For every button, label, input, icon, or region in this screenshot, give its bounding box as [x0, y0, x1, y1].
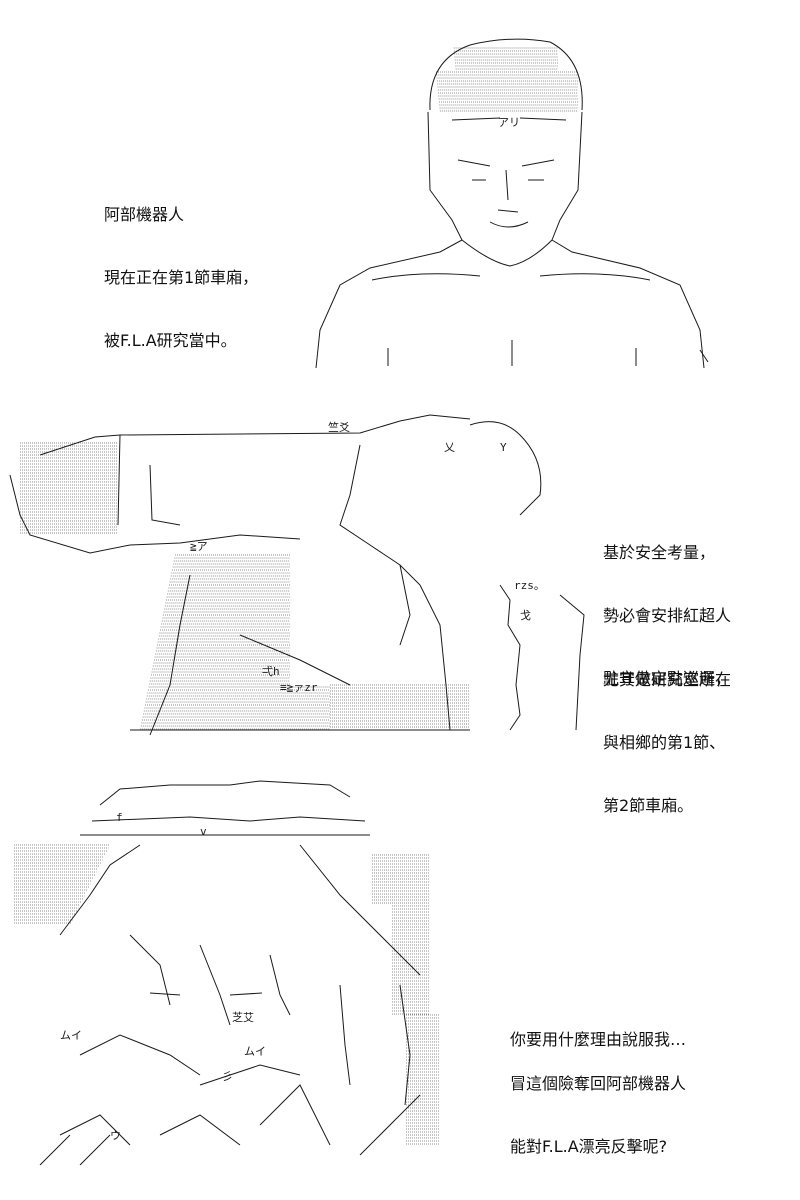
art-glyph: ムイ	[244, 1045, 266, 1058]
caption-line: 你要用什麼理由說服我…	[510, 1030, 687, 1049]
art-glyph: ウ	[110, 1129, 121, 1142]
caption-line: 勢必會安排紅超人	[603, 606, 732, 625]
panel-2-caption-a: 基於安全考量， 勢必會安排紅超人 駐守做定點巡邏，	[603, 500, 731, 731]
panel-3: 你要用什麼理由說服我… 冒這個險奪回阿部機器人 能對F.L.A漂亮反擊呢?	[0, 755, 800, 1200]
art-glyph: ≧ア	[190, 540, 208, 553]
art-glyph: 戈	[520, 609, 531, 622]
haired-character-ascii-art: f v 芝艾 ムイ ムイ 彡 ウ	[14, 780, 440, 1166]
art-glyph: 彡	[222, 1070, 233, 1083]
caption-line: 冒這個險奪回阿部機器人	[510, 1074, 687, 1093]
hair-hatching	[436, 47, 578, 112]
caption-line: 駐守做定點巡邏，	[603, 669, 732, 688]
art-glyph: アリ	[498, 116, 520, 129]
caption-line: 被F.L.A研究當中。	[104, 331, 237, 350]
caption-line: 現在正在第1節車廂，	[104, 268, 259, 287]
art-glyph: ムイ	[60, 1029, 82, 1042]
panel-3-caption-b: 冒這個險奪回阿部機器人 能對F.L.A漂亮反擊呢?	[510, 1031, 686, 1199]
art-glyph: 竺爻	[328, 420, 350, 434]
red-superman-ascii-art: 竺爻 乂 Y ≧ア 弌h ≡≧ァzr rzs。 戈	[9, 414, 585, 736]
caption-line: 與相鄉的第1節、	[603, 733, 726, 752]
art-glyph: Y	[500, 441, 507, 454]
art-glyph: 乂	[444, 441, 455, 454]
panel-1-caption: 阿部機器人 現在正在第1節車廂， 被F.L.A研究當中。	[104, 162, 258, 393]
art-glyph: v	[200, 825, 207, 838]
art-glyph: 弌h	[262, 665, 280, 678]
panel-3-caption-a: 你要用什麼理由說服我…	[510, 987, 686, 1092]
body-hatching	[20, 442, 470, 731]
hair-hatching	[14, 844, 440, 1145]
art-glyph: ≡≧ァzr	[280, 681, 318, 694]
caption-line: 阿部機器人	[104, 205, 185, 224]
caption-line: 尤其是研究室所在	[603, 670, 732, 689]
abe-robot-ascii-art: アリ	[315, 38, 709, 369]
art-glyph: 芝艾	[232, 1011, 254, 1024]
panel-2: 基於安全考量， 勢必會安排紅超人 駐守做定點巡邏， 尤其是研究室所在 與相鄉的第…	[0, 385, 800, 815]
panel-1: 阿部機器人 現在正在第1節車廂， 被F.L.A研究當中。 アリ	[0, 0, 800, 385]
panel-2-caption-b: 尤其是研究室所在 與相鄉的第1節、 第2節車廂。	[603, 627, 731, 858]
art-glyph: rzs。	[514, 579, 545, 592]
caption-line: 基於安全考量，	[603, 543, 716, 562]
caption-line: 能對F.L.A漂亮反擊呢?	[510, 1137, 668, 1156]
art-glyph: f	[116, 811, 123, 824]
caption-line: 第2節車廂。	[603, 796, 694, 815]
